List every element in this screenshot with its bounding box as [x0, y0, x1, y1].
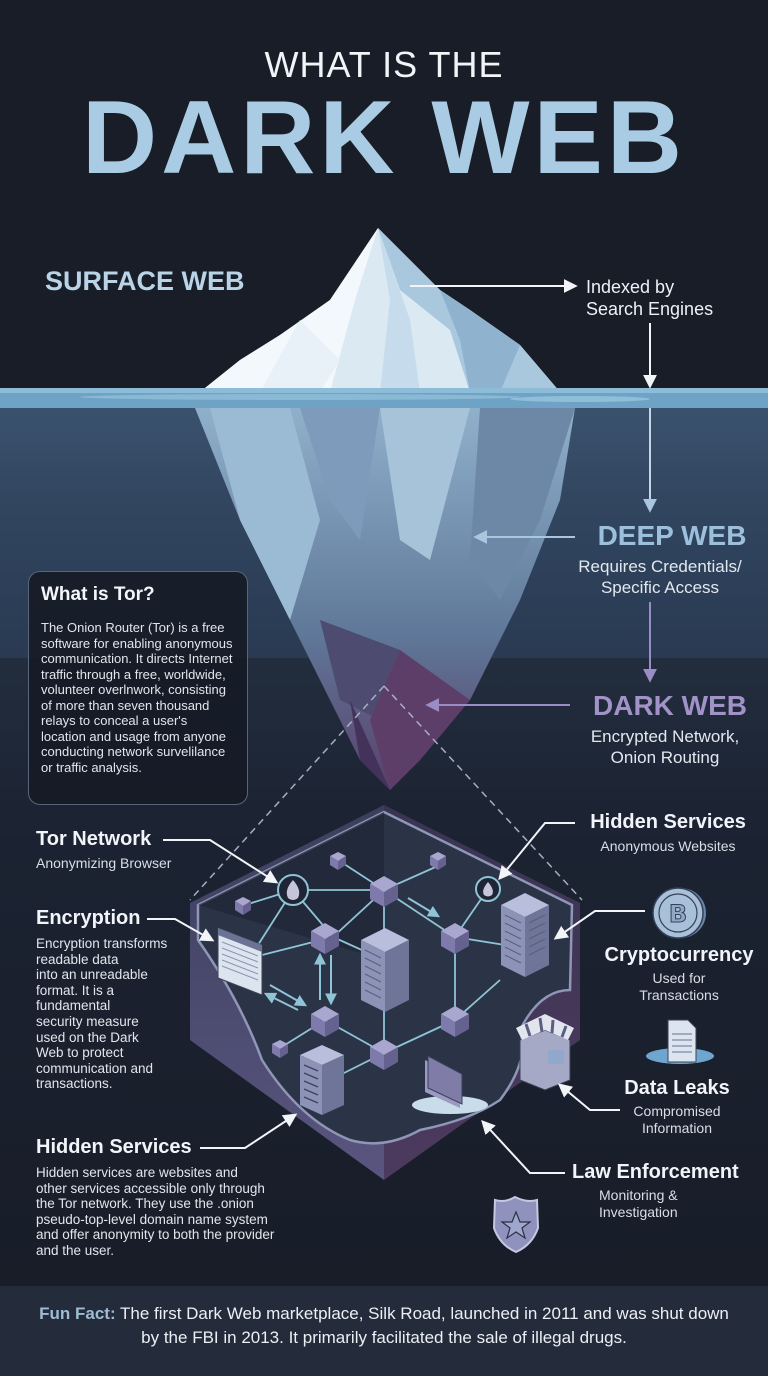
law-enforcement-sub: Monitoring & Investigation: [572, 1187, 752, 1221]
encryption-title: Encryption: [36, 907, 141, 929]
hidden-services-line: and offer anonymity to both the provider: [36, 1227, 275, 1243]
cryptocurrency-sub-line: Transactions: [639, 987, 719, 1003]
tor-card-title: What is Tor?: [41, 584, 155, 605]
law-enforcement-sub-line: Monitoring &: [599, 1187, 678, 1203]
encryption-line: Encryption transforms: [36, 936, 168, 951]
tor-network-sub: Anonymizing Browser: [36, 855, 172, 871]
surface-note-line-1: Indexed by: [586, 277, 675, 297]
law-enforcement-sub-line: Investigation: [599, 1204, 678, 1220]
hidden-services-detail-title: Hidden Services: [36, 1136, 192, 1158]
tor-card-body: The Onion Router (Tor) is a free softwar…: [41, 620, 233, 775]
leaked-folder-icon: [412, 1055, 488, 1114]
leaked-document-icon: [646, 1019, 714, 1064]
fun-fact-text: The first Dark Web marketplace, Silk Roa…: [115, 1304, 729, 1347]
data-leaks-sub-line: Information: [641, 1120, 713, 1136]
deep-note-line-2: Specific Access: [600, 578, 720, 597]
surface-web-label: SURFACE WEB: [45, 266, 245, 296]
encryption-line: format. It is a: [36, 982, 115, 998]
cryptocurrency-sub: Used for Transactions: [598, 970, 760, 1004]
police-badge-icon: [492, 1195, 540, 1254]
law-enforcement-title: Law Enforcement: [572, 1161, 739, 1183]
encryption-line: transactions.: [36, 1076, 113, 1092]
deep-note-line-1: Requires Credentials/: [578, 557, 742, 576]
encryption-line: into an unreadable: [36, 967, 148, 983]
what-is-tor-card: What is Tor? The Onion Router (Tor) is a…: [28, 571, 248, 805]
hidden-services-line: the Tor network. They use the .onion: [36, 1196, 254, 1212]
deep-web-label: DEEP WEB: [597, 520, 747, 551]
iceberg-underwater: [195, 408, 575, 790]
encryption-label: Encryption Encryption transforms readabl…: [36, 907, 206, 1092]
surface-web-note: Indexed by Search Engines: [586, 276, 713, 320]
encryption-line: Web to protect: [36, 1045, 124, 1061]
encryption-line: fundamental: [36, 998, 111, 1014]
hidden-services-line: and the user.: [36, 1242, 115, 1258]
law-enforcement-label: Law Enforcement Monitoring & Investigati…: [572, 1161, 752, 1221]
encryption-line: readable data: [36, 951, 119, 967]
data-leaks-label: Data Leaks Compromised Information: [612, 1077, 742, 1137]
tor-network-label: Tor Network Anonymizing Browser: [36, 828, 171, 872]
cryptocurrency-label: Cryptocurrency Used for Transactions: [598, 944, 760, 1004]
cryptocurrency-title: Cryptocurrency: [604, 944, 754, 966]
fun-fact-label: Fun Fact:: [39, 1304, 116, 1323]
hidden-services-detail-body: Hidden services are websites and other s…: [36, 1165, 336, 1259]
data-leaks-sub-line: Compromised: [633, 1103, 721, 1119]
cube-node-icon: [235, 852, 469, 1070]
iceberg-tip: [200, 228, 560, 392]
encryption-body: Encryption transforms readable data into…: [36, 936, 206, 1092]
encrypted-window-icon: [217, 927, 263, 996]
hidden-services-line: other services accessible only through: [36, 1180, 265, 1196]
cryptocurrency-sub-line: Used for: [652, 970, 706, 986]
hidden-services-line: Hidden services are websites and: [36, 1165, 238, 1180]
dark-web-label: DARK WEB: [593, 690, 747, 721]
deep-web-note: Requires Credentials/ Specific Access: [555, 556, 765, 598]
hidden-services-detail: Hidden Services Hidden services are webs…: [36, 1136, 336, 1259]
encryption-line: security measure: [36, 1013, 139, 1029]
hidden-services-title: Hidden Services: [590, 811, 746, 833]
hidden-services-label: Hidden Services Anonymous Websites: [578, 811, 758, 855]
page-title: DARK WEB: [82, 80, 686, 196]
data-leaks-title: Data Leaks: [624, 1077, 730, 1099]
server-icon: [300, 893, 549, 1115]
fun-fact: Fun Fact: The first Dark Web marketplace…: [30, 1302, 738, 1350]
dark-note-line-2: Onion Routing: [610, 748, 720, 767]
surface-note-line-2: Search Engines: [586, 299, 714, 319]
encryption-line: communication and: [36, 1060, 154, 1076]
onion-icon: [277, 874, 501, 906]
fun-fact-bar: [0, 1286, 768, 1376]
title-kicker: WHAT IS THE: [264, 44, 504, 85]
dark-note-line-1: Encrypted Network,: [590, 727, 740, 746]
data-leaks-sub: Compromised Information: [612, 1103, 742, 1137]
svg-text:B: B: [669, 900, 687, 928]
tor-network-title: Tor Network: [36, 828, 152, 850]
hidden-services-line: pseudo-top-level domain name system: [36, 1211, 268, 1227]
encryption-line: used on the Dark: [36, 1029, 139, 1045]
bitcoin-icon: B: [652, 887, 706, 939]
dark-web-note: Encrypted Network, Onion Routing: [560, 726, 768, 768]
hidden-services-sub: Anonymous Websites: [600, 838, 736, 854]
marketplace-icon: [516, 1014, 574, 1091]
